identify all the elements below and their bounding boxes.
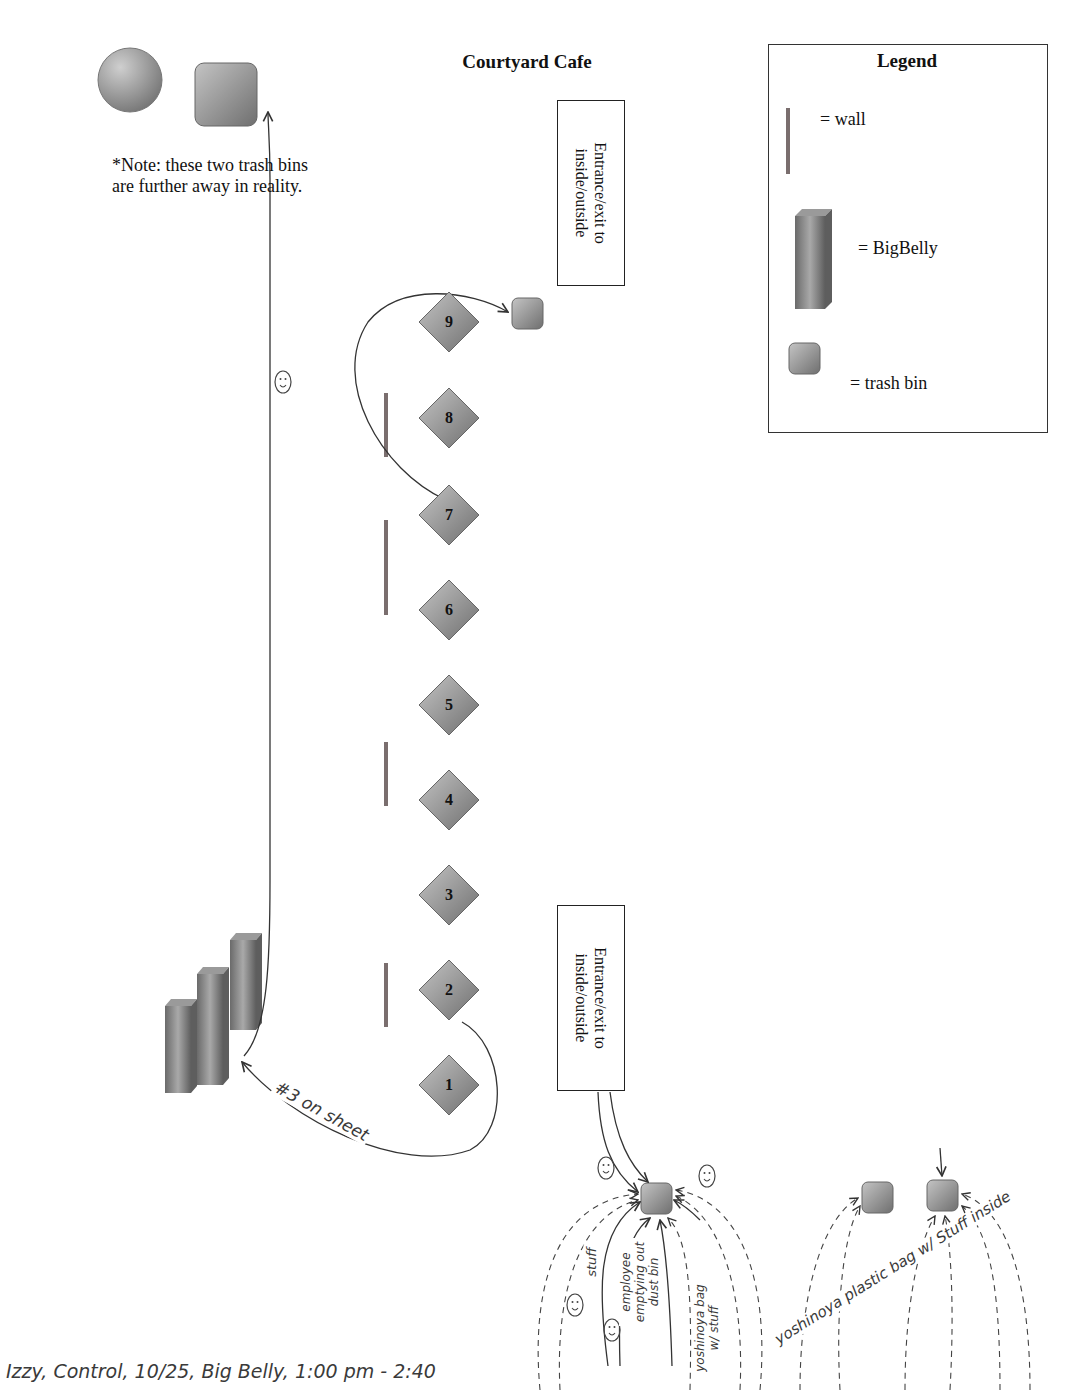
pointer bbox=[940, 1148, 942, 1176]
legend-bigbelly bbox=[795, 209, 832, 309]
table-diamond: 8 bbox=[417, 386, 481, 450]
table-number: 3 bbox=[445, 886, 453, 904]
smiley bbox=[699, 1165, 715, 1187]
table-number: 6 bbox=[445, 601, 453, 619]
table-number: 2 bbox=[445, 981, 453, 999]
table-diamond: 5 bbox=[417, 673, 481, 737]
map-title: Courtyard Cafe bbox=[462, 51, 591, 73]
round-trash-bin bbox=[98, 48, 162, 112]
table-diamond: 7 bbox=[417, 483, 481, 547]
trash-bin bbox=[195, 63, 257, 126]
legend-wall bbox=[786, 108, 790, 174]
entrance-box: Entrance/exit to inside/outside bbox=[557, 905, 625, 1091]
trash-paths bbox=[242, 112, 700, 1366]
table-diamond: 2 bbox=[417, 958, 481, 1022]
table-number: 9 bbox=[445, 313, 453, 331]
table-diamond: 6 bbox=[417, 578, 481, 642]
table-diamond: 1 bbox=[417, 1053, 481, 1117]
table-number: 4 bbox=[445, 791, 453, 809]
entrance-label: Entrance/exit to inside/outside bbox=[572, 127, 610, 259]
legend-bin bbox=[789, 343, 820, 374]
handwritten-note: yoshinoya plastic bag w/ Stuff inside bbox=[770, 1187, 1015, 1349]
handwritten-note: employee emptying out dust bin bbox=[619, 1238, 661, 1326]
smiley bbox=[604, 1319, 620, 1341]
table-number: 1 bbox=[445, 1076, 453, 1094]
legend-text: = BigBelly bbox=[858, 238, 938, 259]
note-text: *Note: these two trash bins are further … bbox=[112, 155, 317, 197]
table-diamond: 4 bbox=[417, 768, 481, 832]
entrance-box: Entrance/exit to inside/outside bbox=[557, 100, 625, 286]
trash-bin bbox=[862, 1182, 893, 1213]
handwritten-note: yoshinoya bag w/ stuff bbox=[693, 1278, 721, 1378]
table-number: 5 bbox=[445, 696, 453, 714]
legend-text: = trash bin bbox=[850, 373, 927, 394]
walls bbox=[384, 393, 388, 1027]
smiley bbox=[275, 371, 291, 393]
table-diamond: 3 bbox=[417, 863, 481, 927]
table-number: 7 bbox=[445, 506, 453, 524]
sheet-header: Izzy, Control, 10/25, Big Belly, 1:00 pm… bbox=[6, 1360, 436, 1382]
handwritten-note: stuff bbox=[584, 1245, 599, 1279]
smiley bbox=[598, 1157, 614, 1179]
legend-text: = wall bbox=[820, 109, 866, 130]
table-number: 8 bbox=[445, 409, 453, 427]
trash-bin bbox=[927, 1180, 958, 1211]
legend-frame bbox=[769, 45, 1048, 433]
table-diamond: 9 bbox=[417, 290, 481, 354]
handwritten-note: #3 on sheet bbox=[270, 1076, 374, 1146]
entrance-label: Entrance/exit to inside/outside bbox=[572, 932, 610, 1064]
trash-bin bbox=[512, 298, 543, 329]
legend-heading: Legend bbox=[877, 50, 937, 72]
trash-bin bbox=[641, 1183, 672, 1214]
smiley bbox=[567, 1294, 583, 1316]
